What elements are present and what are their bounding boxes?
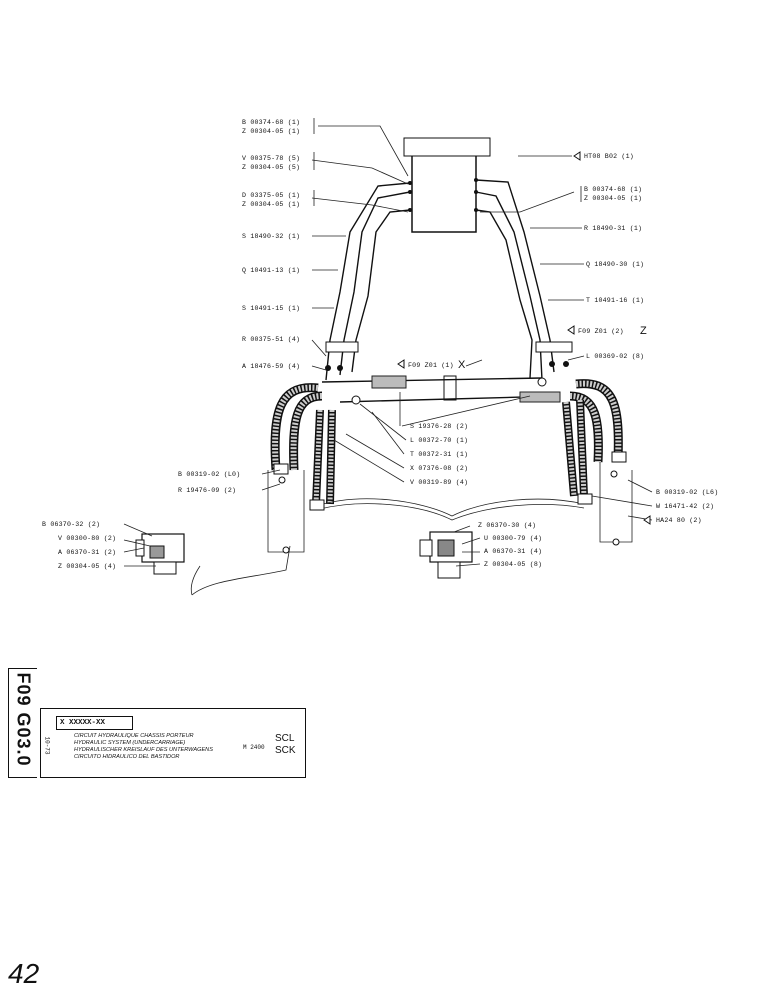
drawing-date: 10-73 [43, 736, 51, 755]
model-number: M 2400 [243, 744, 265, 751]
label-left-12: R 19476-09 (2) [178, 487, 236, 494]
label-right-0: HT08 B02 (1) [584, 153, 634, 160]
label-right-9: B 00319-02 (L6) [656, 489, 718, 496]
label-center-8: U 00300-79 (4) [484, 535, 542, 542]
label-left-13: B 06370-32 (2) [42, 521, 100, 528]
title-description: CIRCUIT HYDRAULIQUE CHASSIS PORTEUR HYDR… [74, 733, 213, 761]
title-block [40, 708, 306, 778]
label-left-15: A 06370-31 (2) [58, 549, 116, 556]
label-right-6: F09 Z01 (2) [578, 328, 624, 335]
label-left-11: B 00319-02 (L0) [178, 471, 240, 478]
label-center-10: Z 00304-05 (8) [484, 561, 542, 568]
label-center-3: L 00372-70 (1) [410, 437, 468, 444]
label-center-7: Z 06370-30 (4) [478, 522, 536, 529]
label-left-16: Z 00304-05 (4) [58, 563, 116, 570]
variant-sck: SCK [275, 745, 296, 756]
label-right-3: R 18490-31 (1) [584, 225, 642, 232]
label-left-6: S 18490-32 (1) [242, 233, 300, 240]
fitting-detail-center [419, 531, 473, 579]
label-left-7: Q 10491-13 (1) [242, 267, 300, 274]
desc-de: HYDRAULISCHER KREISLAUF DES UNTERWAGENS [74, 747, 213, 753]
label-center-0: F09 Z01 (1) [408, 362, 454, 369]
label-left-4: D 03375-05 (1) [242, 192, 300, 199]
label-left-0: B 00374-68 (1) [242, 119, 300, 126]
label-left-9: R 00375-51 (4) [242, 336, 300, 343]
fitting-detail-left [135, 533, 185, 575]
label-right-4: Q 18490-30 (1) [586, 261, 644, 268]
label-right-10: W 16471-42 (2) [656, 503, 714, 510]
label-left-8: S 10491-15 (1) [242, 305, 300, 312]
part-code-box: X XXXXX-XX [56, 716, 133, 730]
variant-scl: SCL [275, 733, 295, 744]
label-left-2: V 00375-78 (5) [242, 155, 300, 162]
label-left-14: V 00300-80 (2) [58, 535, 116, 542]
desc-fr: CIRCUIT HYDRAULIQUE CHASSIS PORTEUR [74, 733, 194, 739]
label-center-2: S 19376-28 (2) [410, 423, 468, 430]
label-right-2: Z 00304-05 (1) [584, 195, 642, 202]
label-right-5: T 10491-16 (1) [586, 297, 644, 304]
label-center-1: X [458, 359, 466, 371]
desc-es: CIRCUITO HIDRAULICO DEL BASTIDOR [74, 754, 180, 760]
label-left-5: Z 00304-05 (1) [242, 201, 300, 208]
label-center-4: T 00372-31 (1) [410, 451, 468, 458]
label-center-6: V 00319-89 (4) [410, 479, 468, 486]
label-left-10: A 18476-59 (4) [242, 363, 300, 370]
variant-list: SCL SCK [275, 733, 296, 757]
label-right-1: B 00374-68 (1) [584, 186, 642, 193]
label-left-1: Z 00304-05 (1) [242, 128, 300, 135]
label-center-9: A 06370-31 (4) [484, 548, 542, 555]
page-number: 42 [8, 958, 40, 989]
label-left-3: Z 00304-05 (5) [242, 164, 300, 171]
valve-block-top [403, 137, 491, 157]
label-center-5: X 07376-08 (2) [410, 465, 468, 472]
desc-en: HYDRAULIC SYSTEM (UNDERCARRIAGE) [74, 740, 186, 746]
label-right-11: HA24 80 (2) [656, 517, 702, 524]
label-right-8: L 00369-02 (8) [586, 353, 644, 360]
label-right-7: Z [640, 325, 647, 337]
drawing-code: F09 G03.0 [13, 672, 34, 767]
title-side-strip: F09 G03.0 [8, 668, 37, 778]
valve-block [411, 149, 477, 233]
